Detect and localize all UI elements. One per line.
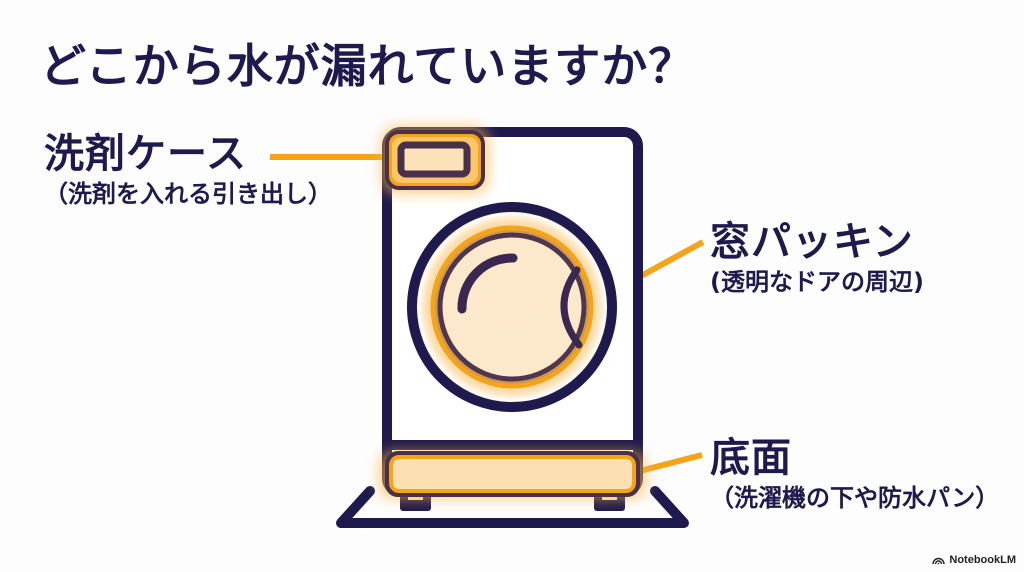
label-detergent-drawer-title: 洗剤ケース <box>44 131 247 177</box>
brand-watermark: NotebookLM <box>932 554 1016 566</box>
label-bottom-description: （洗濯機の下や防水パン） <box>710 484 1000 512</box>
label-detergent-drawer: 洗剤ケース （洗剤を入れる引き出し） <box>44 130 332 210</box>
base-highlight <box>380 451 645 498</box>
label-door-gasket-title: 窓パッキン <box>710 219 914 265</box>
door <box>407 202 617 412</box>
notebooklm-logo-icon <box>932 557 946 565</box>
label-bottom: 底面 （洗濯機の下や防水パン） <box>710 434 999 514</box>
brand-name: NotebookLM <box>949 554 1016 566</box>
leader-line-bottom <box>635 452 703 475</box>
label-door-gasket-description: (透明なドアの周辺) <box>710 268 924 296</box>
label-door-gasket: 窓パッキン (透明なドアの周辺) <box>710 218 924 298</box>
drain-pan <box>336 486 689 528</box>
detergent-drawer <box>382 127 488 193</box>
door-hinge-cutout <box>560 266 583 349</box>
door-reflection <box>457 253 518 314</box>
label-bottom-title: 底面 <box>710 435 792 481</box>
slide-title: どこから水が漏れていますか？ <box>40 39 696 93</box>
label-detergent-drawer-description: （洗剤を入れる引き出し） <box>44 180 332 208</box>
